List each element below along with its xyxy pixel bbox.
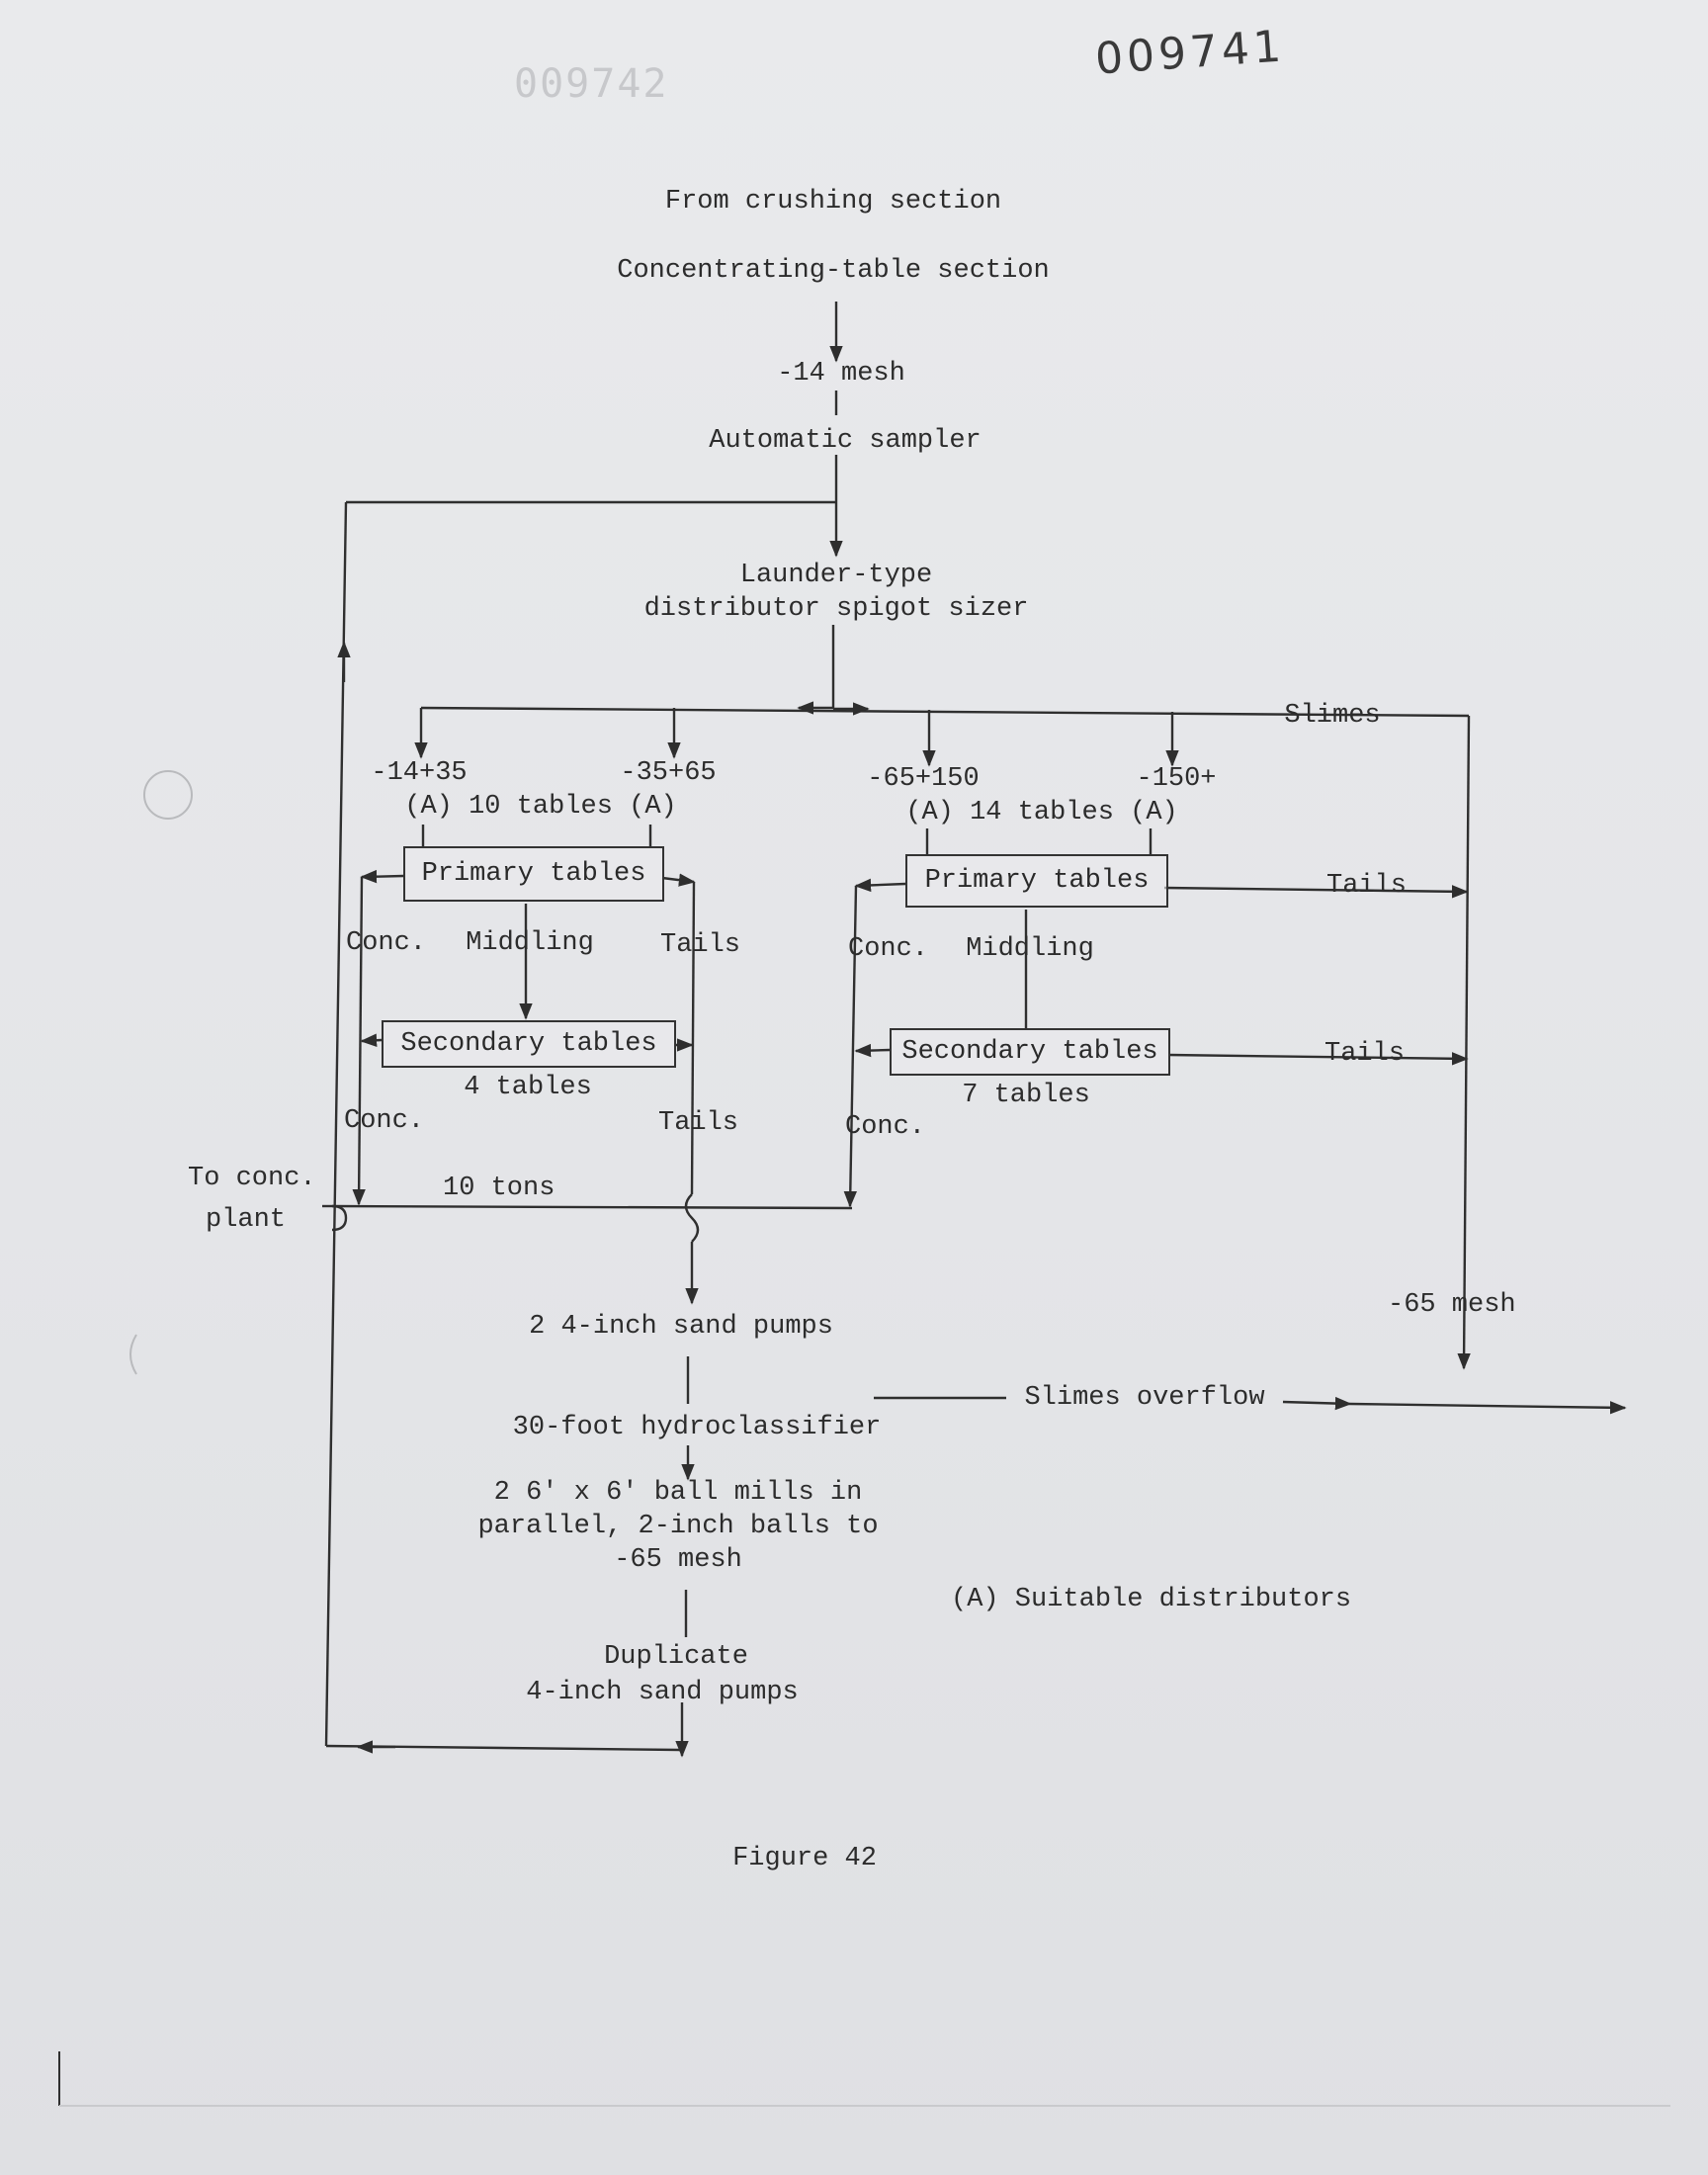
slimes-overflow-label: Slimes overflow <box>1024 1383 1265 1413</box>
left-secondary-tables-box: Secondary tables <box>382 1020 676 1068</box>
left-tails-vertical <box>690 881 696 1195</box>
slimes-overflow-right <box>1349 1401 1627 1415</box>
right-sec-conc-out <box>854 1043 891 1058</box>
collector-crossover <box>331 1204 348 1232</box>
sampler-label: Automatic sampler <box>709 426 982 456</box>
right-primary-tables-box: Primary tables <box>905 854 1168 908</box>
left-size-b: -35+65 <box>620 758 717 788</box>
mesh14-label: -14 mesh <box>777 359 905 389</box>
left-sec-conc-out <box>360 1033 383 1047</box>
ball-mills-line-2: parallel, 2-inch balls to <box>477 1512 879 1541</box>
right-tails-2 <box>1167 1052 1469 1066</box>
punch-hole-top <box>143 770 193 820</box>
conc-collector <box>331 1204 853 1210</box>
right-secondary-count: 7 tables <box>962 1081 1090 1110</box>
slimes-label: Slimes <box>1284 701 1381 731</box>
left-size-a: -14+35 <box>371 758 468 788</box>
left-primary-tables-box: Primary tables <box>403 846 664 902</box>
section-title: Concentrating-table section <box>617 256 1050 286</box>
hydroclassifier-label: 30-foot hydroclassifier <box>512 1413 882 1442</box>
left-tails-out <box>661 873 696 887</box>
left-secondary-count: 4 tables <box>464 1073 592 1102</box>
sand-pumps-label: 2 4-inch sand pumps <box>529 1312 833 1342</box>
left-conc-label-1: Conc. <box>346 928 427 958</box>
right-size-a: -65+150 <box>867 764 980 794</box>
punch-hole-bottom <box>129 1334 137 1375</box>
footnote: (A) Suitable distributors <box>951 1585 1352 1614</box>
left-conc-out <box>360 869 404 884</box>
sizer-label-2: distributor spigot sizer <box>643 594 1029 624</box>
to-conc-label-2: plant <box>206 1205 287 1235</box>
distribution-header <box>420 706 1470 718</box>
right-conc-out <box>854 878 906 893</box>
right-middling-label: Middling <box>966 934 1094 964</box>
right-secondary-tables-box: Secondary tables <box>890 1028 1170 1076</box>
ghost-number: 009742 <box>514 61 669 107</box>
mesh65-right-label: -65 mesh <box>1388 1290 1516 1320</box>
right-conc-label-1: Conc. <box>848 934 929 964</box>
ball-mills-line-3: -65 mesh <box>614 1545 742 1575</box>
to-conc-label-1: To conc. <box>188 1164 316 1193</box>
right-conc-label-2: Conc. <box>845 1112 926 1142</box>
left-middling-label: Middling <box>466 928 594 958</box>
left-tables-label: (A) 10 tables (A) <box>404 792 677 822</box>
sizer-label-1: Launder-type <box>739 561 933 590</box>
left-conc-label-2: Conc. <box>344 1106 425 1136</box>
right-tails-1 <box>1163 885 1469 899</box>
left-conc-vertical <box>352 876 366 1206</box>
ball-mills-line-1: 2 6' x 6' ball mills in <box>493 1478 863 1508</box>
right-conc-vertical <box>843 885 858 1208</box>
from-crushing-label: From crushing section <box>664 187 1002 217</box>
right-size-b: -150+ <box>1136 764 1217 794</box>
duplicate-line-2: 4-inch sand pumps <box>526 1678 799 1707</box>
slimes-overflow-mid <box>1282 1396 1352 1411</box>
ten-tons-label: 10 tons <box>443 1174 555 1203</box>
figure-caption: Figure 42 <box>732 1844 877 1873</box>
right-tails-label-1: Tails <box>1326 871 1408 901</box>
return-left-vertical <box>324 501 348 1747</box>
slimes-right-vertical <box>1457 715 1471 1370</box>
left-tails-label-1: Tails <box>660 930 741 960</box>
right-tails-label-2: Tails <box>1324 1039 1406 1069</box>
left-tails-label-2: Tails <box>658 1108 739 1138</box>
tails-crossover <box>684 1193 700 1243</box>
right-tables-label: (A) 14 tables (A) <box>905 798 1178 827</box>
duplicate-line-1: Duplicate <box>604 1642 748 1672</box>
